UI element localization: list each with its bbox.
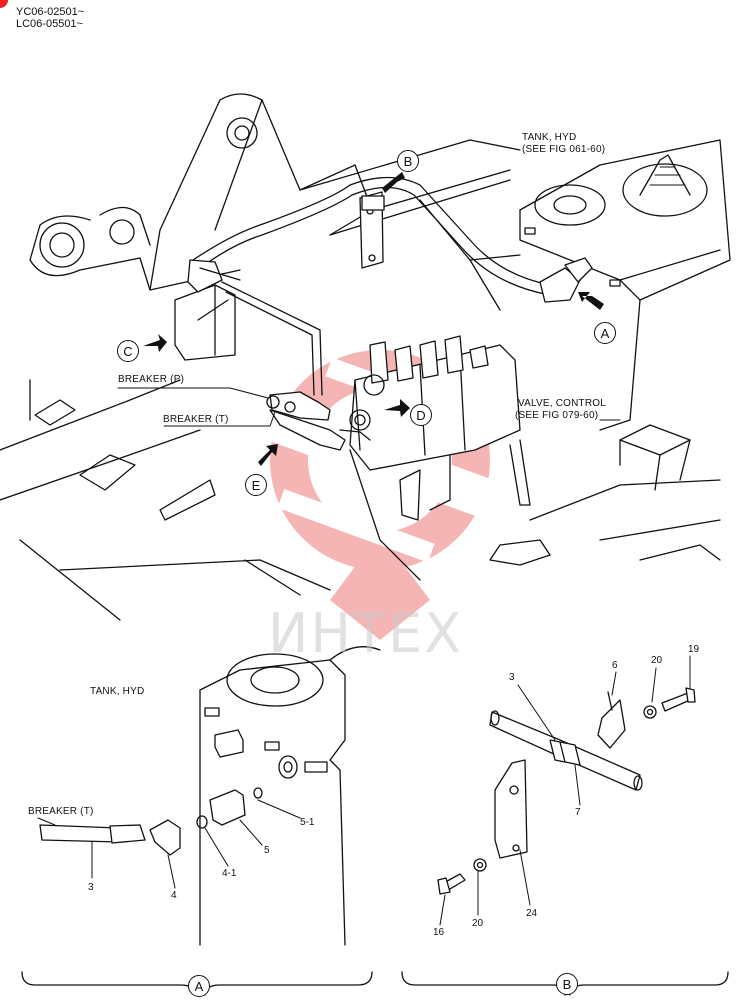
callout-c: C: [117, 340, 139, 362]
valve-control-ref: (SEE FIG 079-60): [515, 410, 599, 421]
valve-control-label: VALVE, CONTROL: [518, 398, 607, 409]
serial-range-1: YC06-02501~: [16, 6, 85, 18]
detail-b-caption: B: [556, 973, 578, 995]
detail-a-breaker-t-label: BREAKER (T): [28, 806, 94, 817]
detail-b-part-24: 24: [526, 908, 538, 919]
detail-b-part-19: 19: [688, 644, 700, 655]
arrow-b: [382, 172, 405, 193]
tank-hyd-label: TANK, HYD: [522, 132, 577, 143]
detail-b-part-20-bottom: 20: [472, 918, 484, 929]
arrow-a: [578, 292, 604, 310]
serial-range-2: LC06-05501~: [16, 18, 83, 30]
detail-a-tank-label: TANK, HYD: [90, 686, 145, 697]
arrow-c: [143, 334, 167, 352]
breaker-t-label: BREAKER (T): [163, 414, 229, 425]
callout-e: E: [245, 474, 267, 496]
tank-hyd-ref: (SEE FIG 061-60): [522, 144, 606, 155]
callout-a: A: [594, 322, 616, 344]
page-corner-badge: [0, 0, 8, 8]
watermark-text: ИНТЕХ: [268, 602, 464, 665]
callout-d: D: [410, 404, 432, 426]
detail-b-part-20-top: 20: [651, 655, 663, 666]
callout-b: B: [397, 150, 419, 172]
detail-b-part-16: 16: [433, 927, 445, 938]
detail-b-part-7: 7: [575, 807, 581, 818]
arrow-d: [384, 399, 410, 417]
arrow-e: [258, 444, 278, 466]
detail-a-part-4: 4: [171, 890, 177, 901]
detail-a-part-5: 5: [264, 845, 270, 856]
detail-b-part-3: 3: [509, 672, 515, 683]
detail-a-caption: A: [188, 975, 210, 997]
detail-b-part-6: 6: [612, 660, 618, 671]
breaker-p-label: BREAKER (P): [118, 374, 185, 385]
detail-a-part-4-1: 4-1: [222, 868, 237, 879]
detail-a-part-5-1: 5-1: [300, 817, 315, 828]
detail-a-part-3: 3: [88, 882, 94, 893]
